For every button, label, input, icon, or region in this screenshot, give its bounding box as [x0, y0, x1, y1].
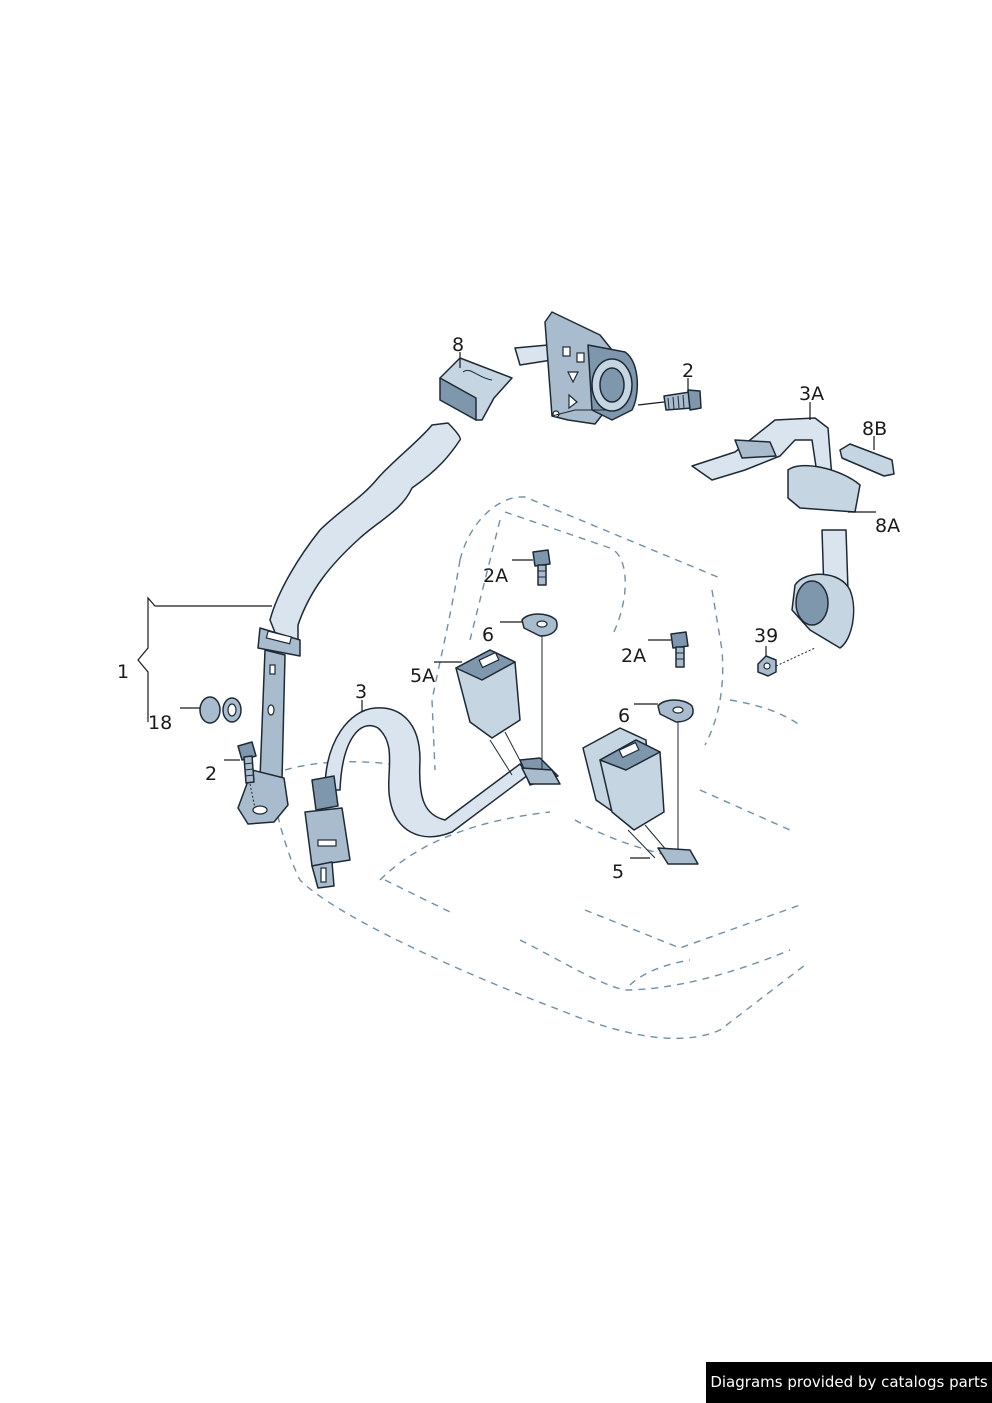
callout-1: 1 [117, 661, 129, 683]
credit-banner: Diagrams provided by catalogs parts [706, 1362, 992, 1403]
callout-6-right: 6 [618, 705, 630, 727]
callout-8A: 8A [875, 515, 900, 537]
callout-5A: 5A [410, 665, 435, 687]
washer-6-left [500, 613, 558, 770]
cover-8 [439, 357, 513, 421]
callout-8: 8 [452, 334, 464, 356]
callout-2-left: 2 [205, 763, 217, 785]
bolt-2A-right [648, 631, 689, 668]
shoulder-belt-webbing [237, 422, 462, 825]
callout-18: 18 [148, 712, 172, 734]
bolt-top [637, 389, 702, 411]
callout-2A-left: 2A [483, 565, 508, 587]
rear-seat-outline [271, 496, 806, 1039]
bolt-2A-left [512, 549, 551, 586]
callout-2-top: 2 [682, 360, 694, 382]
buckle-5A [434, 649, 561, 785]
callout-8B: 8B [862, 418, 887, 440]
buckle-5 [582, 727, 699, 865]
belt-guide-3A [691, 402, 861, 513]
bolt-left [224, 741, 257, 809]
cap-and-washer-18 [180, 696, 242, 724]
callout-3: 3 [355, 681, 367, 703]
upper-retractor [514, 311, 639, 425]
callout-2A-right: 2A [621, 645, 646, 667]
lap-belt-3 [304, 707, 559, 889]
cover-8B [839, 436, 895, 477]
washer-6-right [634, 699, 694, 850]
callout-6-left: 6 [482, 624, 494, 646]
retractor-8A [791, 511, 876, 649]
assembly-bracket-1 [137, 596, 272, 722]
callout-5: 5 [612, 861, 624, 883]
callout-3A: 3A [799, 383, 824, 405]
nut-39 [757, 646, 816, 677]
callout-39: 39 [754, 625, 778, 647]
